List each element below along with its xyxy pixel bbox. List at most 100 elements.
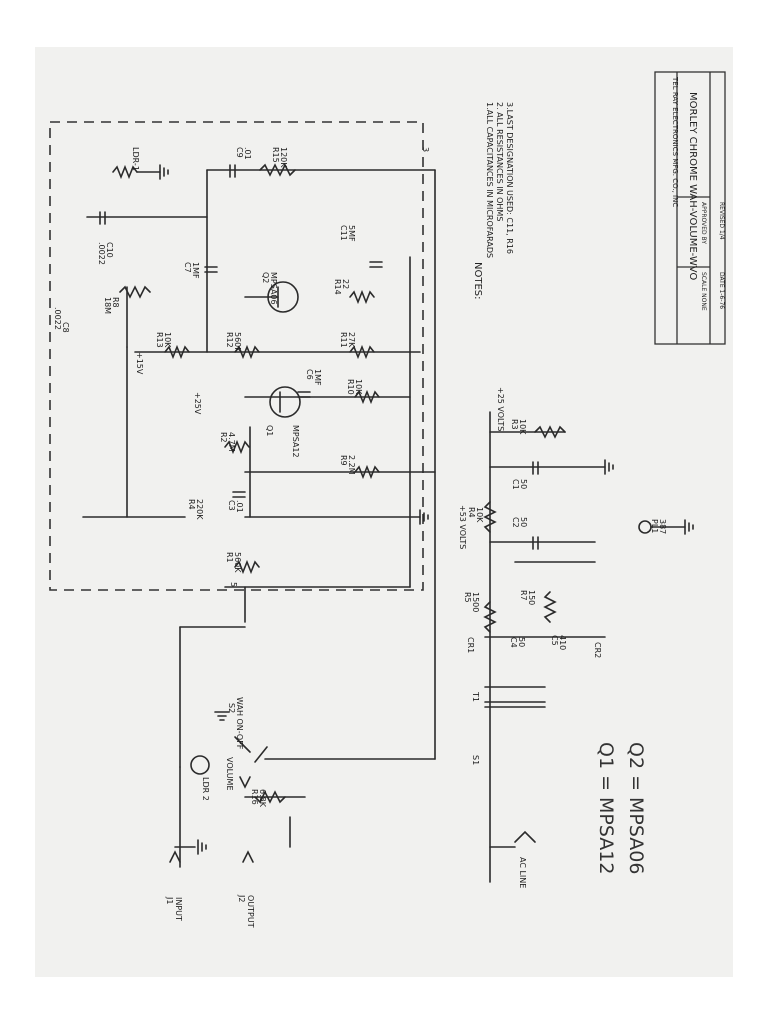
ground-symbol — [604, 459, 614, 475]
label-c8: C8 — [61, 322, 70, 333]
title-revised: REVISED 1/4 — [718, 202, 725, 240]
switch-s2 — [239, 776, 251, 789]
label-c11-value: 5MF — [347, 225, 356, 242]
label-q1-value: MPSA12 — [291, 425, 300, 458]
label-r10: R10 — [346, 379, 355, 395]
ldr2-lamp — [190, 755, 210, 775]
label-r12: R12 — [225, 332, 234, 348]
jack-j1 — [169, 850, 181, 863]
label-cr1: CR1 — [466, 637, 475, 653]
label-q2-value: MPSA06 — [269, 272, 278, 305]
resistor-r9 — [354, 464, 380, 480]
label-c10: C10 — [105, 242, 114, 258]
label-c1: C1 — [511, 479, 520, 490]
label-t1: T1 — [471, 691, 480, 702]
label-q2: Q2 — [261, 272, 270, 283]
label-r11: R11 — [339, 332, 348, 348]
label-r16: R16 — [250, 789, 259, 805]
transistor-q1 — [269, 386, 301, 418]
label-c2-value: 50 — [519, 517, 528, 527]
label-r2-value: 4.7M — [227, 432, 236, 452]
note-3: 3.LAST DESIGNATION USED: C11, R16 — [505, 102, 514, 254]
title-scale: SCALE NONE — [700, 272, 707, 311]
resistor-r3 — [534, 425, 566, 439]
resistor-r16 — [254, 790, 286, 804]
label-c2: C2 — [511, 517, 520, 528]
label-r9: R9 — [339, 455, 348, 466]
label-c7-value: 1MF — [191, 262, 200, 279]
switch-s2 — [254, 746, 268, 763]
label-q1: Q1 — [265, 425, 274, 436]
ground-symbol — [214, 711, 230, 721]
jack-j2 — [242, 850, 254, 863]
label-c9: C9 — [235, 147, 244, 158]
label-v53: +53 VOLTS — [458, 505, 467, 549]
label-r16-value: 6.8K — [258, 789, 267, 808]
label-c10-value: .0022 — [97, 242, 106, 265]
ac-plug — [514, 830, 536, 843]
ground-symbol — [684, 519, 694, 535]
label-r1: R1 — [225, 552, 234, 563]
label-r5-value: 1500 — [471, 592, 480, 612]
label-r7-value: 150 — [527, 590, 536, 605]
title-date: DATE 1-6-76 — [718, 272, 725, 309]
label-r4b-value: 10K — [475, 507, 484, 523]
label-r5: R5 — [463, 592, 472, 603]
resistor-r12 — [234, 344, 260, 360]
label-output: OUTPUT — [246, 895, 255, 928]
label-r13-value: 10K — [163, 332, 172, 348]
label-c5-value: 410 — [558, 635, 567, 650]
label-r11-value: 27K — [347, 332, 356, 348]
label-c3-value: .01 — [235, 500, 244, 513]
label-r2: R2 — [219, 432, 228, 443]
label-c5: C5 — [550, 635, 559, 646]
label-c9-value: .01 — [243, 147, 252, 160]
resistor-r5 — [483, 601, 497, 633]
ground-symbol — [197, 839, 207, 855]
label-c6: C6 — [305, 369, 314, 380]
resistor-r13 — [164, 344, 190, 360]
resistor-r11 — [349, 344, 375, 360]
ground-symbol — [159, 164, 169, 180]
resistor-r1 — [234, 559, 260, 575]
node-3: 3 — [421, 147, 430, 152]
ground-symbol — [419, 509, 429, 525]
title-company: TEL RAY ELECTRONICS MFG. CO., INC — [671, 76, 679, 207]
label-r8-value: 18M — [103, 297, 112, 314]
title-block — [654, 71, 726, 345]
label-j2: J2 — [237, 894, 246, 902]
label-c11: C11 — [339, 225, 348, 241]
label-r15: R15 — [271, 147, 280, 163]
label-c7: C7 — [183, 262, 192, 273]
label-input: INPUT — [174, 897, 183, 921]
schematic-sheet: C8 .0022 R8 18M C10 .0022 LDR-1 C9 .01 R… — [35, 47, 733, 977]
label-r9-value: 2.2M — [347, 455, 356, 475]
label-r10-value: 10K — [354, 379, 363, 395]
resistor-r2 — [224, 439, 250, 455]
label-s1: S1 — [471, 755, 480, 765]
label-c6-value: 1MF — [313, 369, 322, 386]
label-ac-line: AC LINE — [518, 857, 527, 888]
label-volume: VOLUME — [225, 757, 234, 791]
circuit-board-outline — [49, 121, 424, 591]
resistor-r8 — [119, 285, 151, 299]
label-r13: R13 — [155, 332, 164, 348]
label-r3-value: 10K — [518, 419, 527, 435]
label-r1-value: 560K — [233, 552, 242, 573]
resistor-r15 — [259, 163, 296, 177]
label-c4-value: 50 — [517, 637, 526, 647]
notes-heading: NOTES: — [472, 262, 483, 300]
label-s2: S2 — [227, 703, 236, 713]
label-r12-value: 560K — [233, 332, 242, 353]
ldr1-resistor — [112, 164, 138, 180]
label-r15-value: 120K — [279, 147, 288, 168]
label-r7: R7 — [519, 590, 528, 601]
node-5: 5 — [229, 582, 238, 587]
title-approved: APPROVED BY — [700, 202, 707, 244]
label-r4b: R4 — [467, 507, 476, 518]
note-2: 2. ALL RESISTANCES IN OHMS — [495, 102, 504, 221]
label-ldr2: LDR 2 — [201, 777, 210, 801]
title-text: MORLEY CHROME WAH-VOLUME-WVO — [687, 92, 698, 280]
resistor-r14 — [349, 289, 375, 305]
switch-s2 — [234, 736, 251, 753]
